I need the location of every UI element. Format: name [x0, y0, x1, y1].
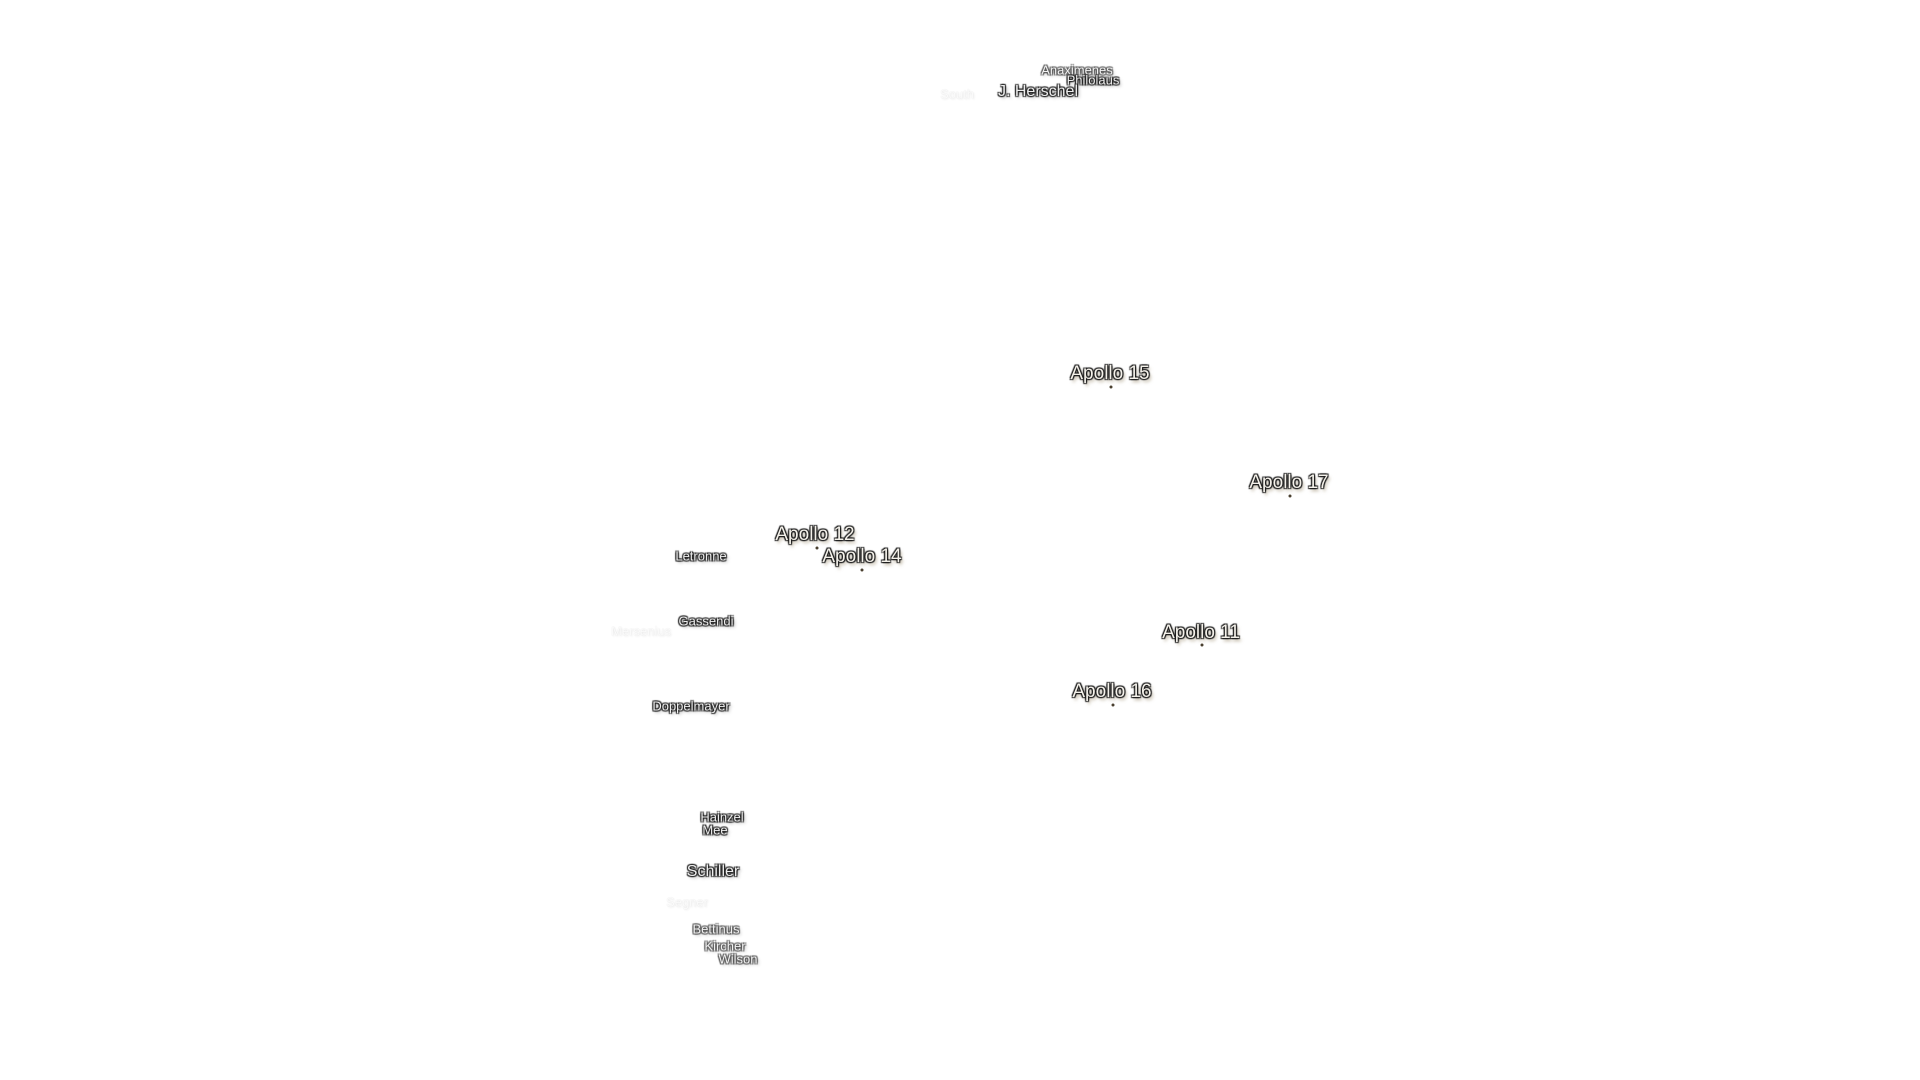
- landing-site-label-apollo-17[interactable]: Apollo 17: [1249, 472, 1329, 493]
- crater-label-doppelmayer[interactable]: Doppelmayer: [652, 698, 730, 714]
- crater-label-philolaus[interactable]: Philolaus: [1066, 72, 1120, 88]
- crater-label-bettinus[interactable]: Bettinus: [692, 921, 740, 937]
- landing-site-marker-apollo-15[interactable]: [1109, 385, 1113, 389]
- landing-site-marker-apollo-12[interactable]: [815, 546, 819, 550]
- crater-label-hainzel[interactable]: Hainzel: [700, 809, 744, 825]
- landing-site-marker-apollo-17[interactable]: [1288, 494, 1292, 498]
- landing-site-marker-apollo-14[interactable]: [860, 568, 864, 572]
- crater-label-letronne[interactable]: Letronne: [675, 548, 727, 564]
- crater-label-j-herschel[interactable]: J. Herschel: [997, 83, 1079, 100]
- landing-site-label-apollo-16[interactable]: Apollo 16: [1072, 681, 1152, 702]
- crater-label-wilson[interactable]: Wilson: [718, 951, 758, 967]
- landing-site-marker-apollo-11[interactable]: [1200, 643, 1204, 647]
- crater-label-mersenius[interactable]: Mersenius: [611, 623, 671, 639]
- landing-site-label-apollo-11[interactable]: Apollo 11: [1162, 622, 1240, 643]
- landing-site-label-apollo-14[interactable]: Apollo 14: [822, 546, 902, 567]
- landing-site-marker-apollo-16[interactable]: [1111, 703, 1115, 707]
- crater-label-segner[interactable]: Segner: [666, 894, 708, 910]
- crater-label-gassendi[interactable]: Gassendi: [678, 613, 734, 629]
- landing-site-label-apollo-15[interactable]: Apollo 15: [1070, 363, 1150, 384]
- crater-label-schiller[interactable]: Schiller: [686, 863, 740, 880]
- crater-label-mee[interactable]: Mee: [702, 822, 728, 838]
- crater-label-anaximenes[interactable]: Anaximenes: [1041, 62, 1113, 78]
- crater-label-kircher[interactable]: Kircher: [704, 938, 746, 954]
- landing-site-label-apollo-12[interactable]: Apollo 12: [775, 524, 855, 545]
- crater-label-south[interactable]: South: [940, 86, 974, 102]
